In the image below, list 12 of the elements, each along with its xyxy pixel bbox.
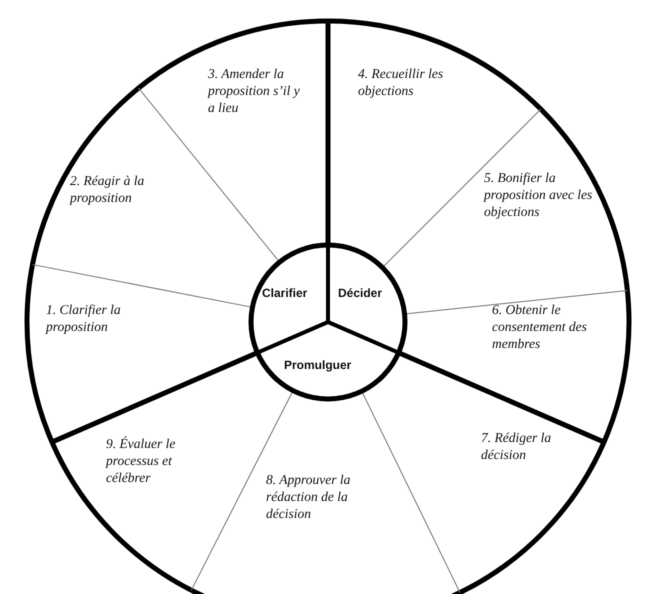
step-text: 8. Approuver la rédaction de la décision — [266, 472, 391, 523]
step-text: 3. Amender la proposition s’il y a lieu — [208, 66, 308, 117]
step-text: 6. Obtenir le consentement des membres — [492, 302, 600, 353]
step-text: 2. Réagir à la proposition — [70, 173, 180, 207]
step-text: 7. Rédiger la décision — [481, 430, 581, 464]
phase-label: Promulguer — [284, 358, 352, 373]
step-text: 9. Évaluer le processus et célébrer — [106, 436, 214, 487]
phase-label: Décider — [338, 286, 382, 301]
step-text: 1. Clarifier la proposition — [46, 302, 166, 336]
step-text: 4. Recueillir les objections — [358, 66, 468, 100]
phase-label: Clarifier — [262, 286, 308, 301]
step-text: 5. Bonifier la proposition avec les objections — [484, 170, 594, 221]
